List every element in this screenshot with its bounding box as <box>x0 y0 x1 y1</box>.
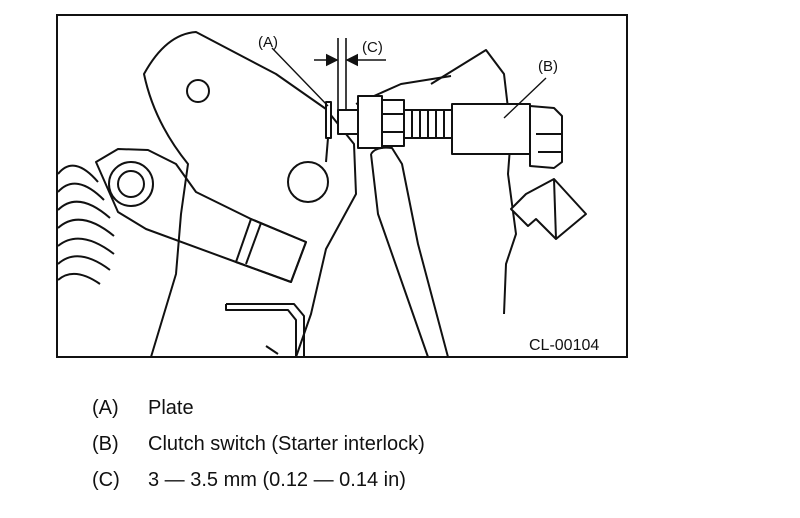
clutch-switch <box>451 103 563 169</box>
callout-a-leader <box>271 47 329 107</box>
bracket-hole-upper <box>186 79 210 103</box>
pedal-arm-bush <box>117 170 145 198</box>
pedal-arm-end <box>235 218 307 283</box>
switch-threaded-shaft <box>337 95 453 149</box>
plate <box>325 101 332 139</box>
figure-code: CL-00104 <box>529 337 599 354</box>
pedal-lever <box>370 146 449 358</box>
legend-key: (B) <box>92 433 119 455</box>
legend-key: (C) <box>92 469 120 491</box>
legend-text: Clutch switch (Starter interlock) <box>148 433 425 455</box>
legend-key: (A) <box>92 397 119 419</box>
callout-b-label: (B) <box>538 58 558 75</box>
clearance-dimension <box>314 38 386 110</box>
return-spring <box>57 164 115 285</box>
legend-text: 3 — 3.5 mm (0.12 — 0.14 in) <box>148 469 406 491</box>
callout-b-leader <box>503 77 547 119</box>
legend-text: Plate <box>148 397 194 419</box>
pedal-arm-boss <box>108 161 154 207</box>
clutch-switch-diagram: (A) (C) (B) CL-00104 <box>56 14 628 358</box>
pivot-hole <box>287 161 329 203</box>
lower-bracket <box>225 303 305 357</box>
callout-c-label: (C) <box>362 39 383 56</box>
switch-connector <box>510 178 587 240</box>
callout-a-label: (A) <box>258 34 278 51</box>
